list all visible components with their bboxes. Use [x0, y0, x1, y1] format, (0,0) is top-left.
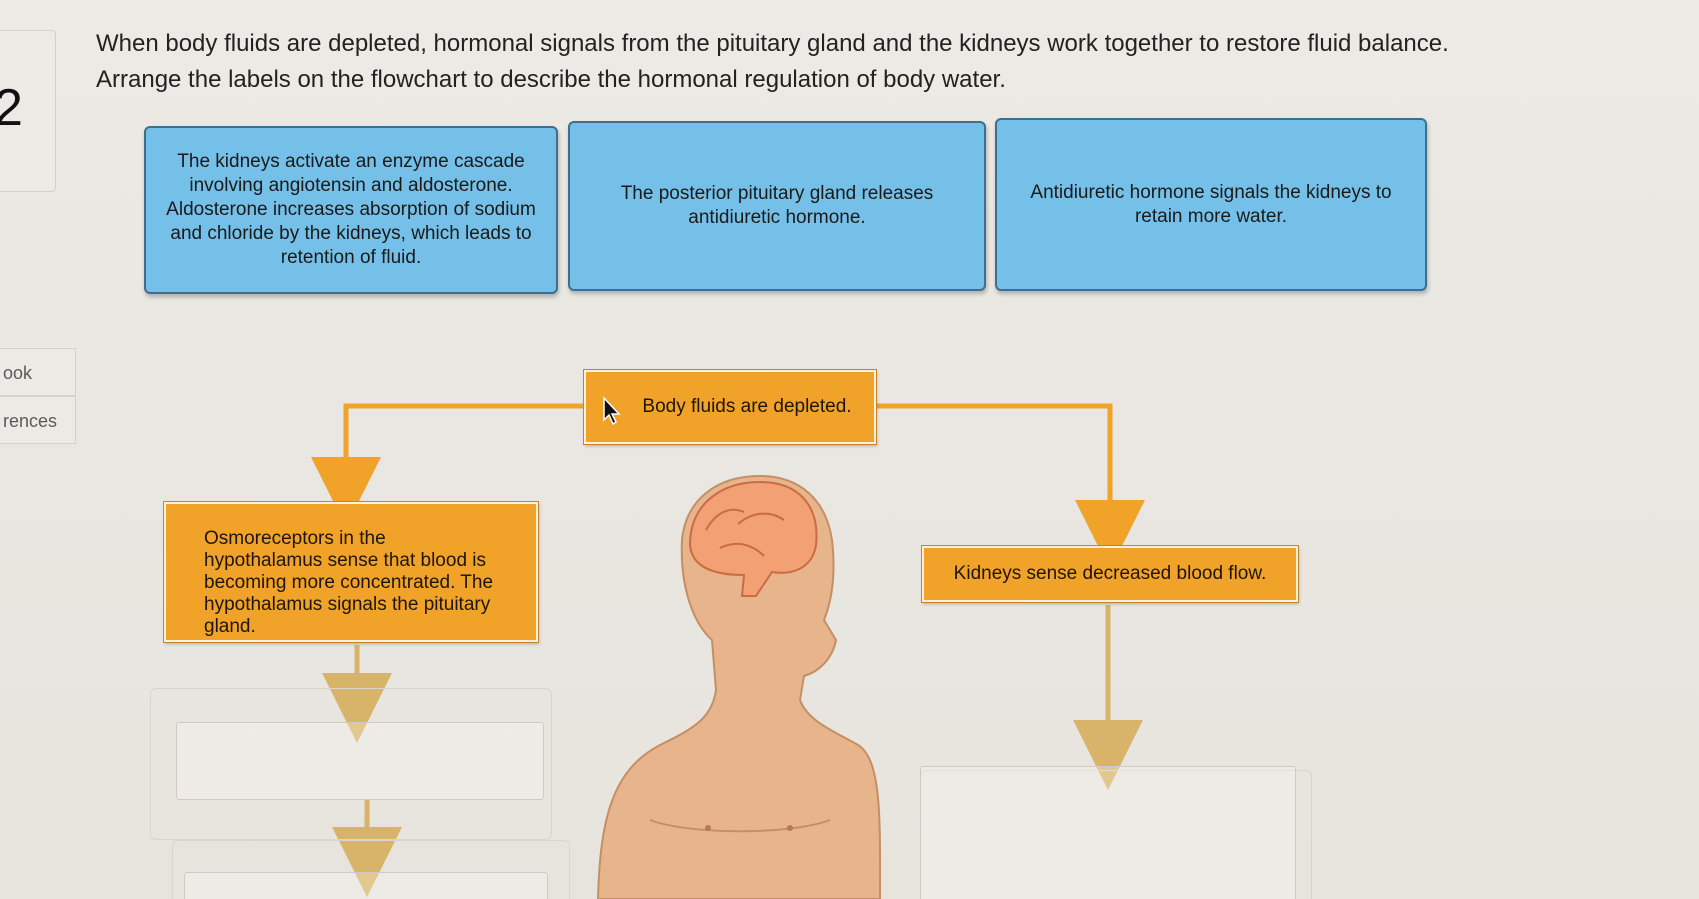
question-number: 2 [0, 79, 23, 137]
left-sidebar: 2 ook rences [0, 0, 76, 899]
drag-label-kidneys-enzyme-cascade[interactable]: The kidneys activate an enzyme cascade i… [144, 126, 558, 294]
arrow-pointer-icon [603, 396, 621, 426]
question-nav-card[interactable] [0, 30, 56, 192]
flow-box-kidneys-sense: Kidneys sense decreased blood flow. [921, 545, 1299, 603]
sidebar-link-references[interactable]: rences [0, 396, 76, 444]
drop-zone-left-2[interactable] [172, 840, 570, 899]
sidebar-link-ebook[interactable]: ook [0, 348, 76, 396]
drop-target-left-2[interactable] [184, 872, 548, 899]
flow-box-osmoreceptors: Osmoreceptors in the hypothalamus sense … [163, 501, 539, 643]
connector-start-to-right [874, 403, 1145, 570]
drag-label-posterior-pituitary[interactable]: The posterior pituitary gland releases a… [568, 121, 986, 291]
question-line-2: Arrange the labels on the flowchart to d… [96, 66, 1006, 93]
question-prompt: When body fluids are depleted, hormonal … [96, 26, 1656, 98]
drag-label-adh-signals-kidneys[interactable]: Antidiuretic hormone signals the kidneys… [995, 118, 1427, 291]
drop-target-left-1[interactable] [176, 722, 544, 800]
drag-label-text: The posterior pituitary gland releases a… [620, 183, 934, 228]
flow-box-start: Body fluids are depleted. [583, 369, 877, 445]
question-line-1: When body fluids are depleted, hormonal … [96, 30, 1449, 57]
drop-target-right-1[interactable] [920, 766, 1296, 899]
connector-start-to-left [311, 403, 586, 527]
human-head-brain-illustration [596, 474, 882, 899]
flow-box-text: Kidneys sense decreased blood flow. [953, 563, 1267, 584]
drag-label-text: The kidneys activate an enzyme cascade i… [166, 151, 536, 268]
drag-label-text: Antidiuretic hormone signals the kidneys… [1030, 181, 1392, 227]
flow-box-text: Body fluids are depleted. [642, 396, 852, 417]
flow-box-text: Osmoreceptors in the hypothalamus sense … [204, 528, 494, 637]
drop-zone-left-1[interactable] [150, 688, 552, 840]
